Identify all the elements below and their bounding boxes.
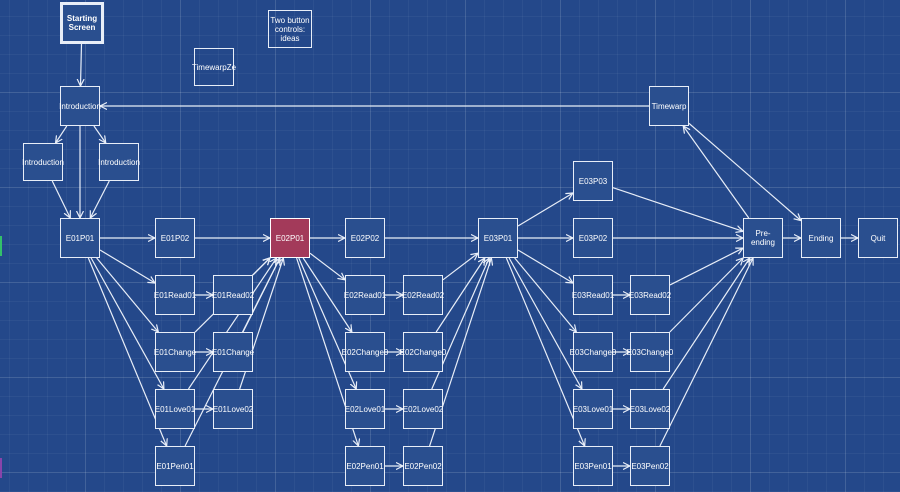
edge-e03p01-to-e03love01 [508,257,582,389]
edge-e01p01-to-e01read01 [99,249,155,283]
node-e03p01[interactable]: E03P01 [478,218,518,258]
edge-e01p01-to-e01love01 [90,257,164,389]
edge-introduction_main-to-introduction_left [56,125,68,143]
node-e01change[interactable]: E01Change [154,332,196,372]
node-introduction-right[interactable]: Introduction [98,143,140,181]
edge-timewarp-to-ending [688,122,801,220]
edge-e01read02-to-e02p01 [252,258,270,276]
node-e03love01[interactable]: E03Love01 [573,389,613,429]
edge-starting_screen-to-introduction_main [80,43,81,86]
node-two-button-controls-ideas[interactable]: Two button controls: ideas [268,10,312,48]
node-pre-ending[interactable]: Pre-ending [743,218,783,258]
node-e02read02[interactable]: E02Read02 [402,275,444,315]
node-e01p02[interactable]: E01P02 [155,218,195,258]
edge-e03change0b-to-pre_ending [669,258,743,333]
edge-pre_ending-to-timewarp [683,126,750,219]
edge-e02read02-to-e03p01 [442,253,478,281]
node-e03read01[interactable]: E03Read01 [572,275,614,315]
node-e03p02[interactable]: E03P02 [573,218,613,258]
node-e02p01[interactable]: E02P01 [270,218,310,258]
edge-e03p01-to-e03read01 [517,249,573,283]
node-e01p01[interactable]: E01P01 [60,218,100,258]
edge-introduction_right-to-e01p01 [90,180,110,218]
node-e01love01[interactable]: E01Love01 [155,389,195,429]
node-e02change0-second[interactable]: E02Change0 [400,332,446,372]
node-e03p03[interactable]: E03P03 [573,161,613,201]
edge-e03read02-to-pre_ending [669,248,743,286]
node-e02love01[interactable]: E02Love01 [345,389,385,429]
node-e01love02[interactable]: E01Love02 [213,389,253,429]
node-e01pen01[interactable]: E01Pen01 [155,446,195,486]
left-edge-marker-green [0,236,2,256]
node-introduction-main[interactable]: Introduction [59,86,101,126]
node-ending[interactable]: Ending [801,218,841,258]
node-starting-screen[interactable]: Starting Screen [60,2,104,44]
edge-e02p01-to-e02read01 [309,252,345,280]
node-e02love02[interactable]: E02Love02 [403,389,443,429]
left-edge-marker-purple [0,458,2,478]
edge-e03love02-to-pre_ending [662,258,750,390]
edge-introduction_main-to-introduction_right [93,125,106,143]
node-e03change0-second[interactable]: E03Change0 [627,332,673,372]
node-e03love02[interactable]: E03Love02 [630,389,670,429]
edge-e03p01-to-e03change0 [514,257,577,332]
node-e02pen02[interactable]: E02Pen02 [403,446,443,486]
node-e03read02[interactable]: E03Read02 [629,275,671,315]
edge-introduction_left-to-e01p01 [51,180,70,218]
edge-e01p01-to-e01change [96,257,159,332]
node-e02read01[interactable]: E02Read01 [344,275,386,315]
node-introduction-left[interactable]: Introduction [22,143,64,181]
node-e02pen01[interactable]: E02Pen01 [345,446,385,486]
node-timewarp[interactable]: Timewarp [649,86,689,126]
edge-e03p03-to-pre_ending [612,187,743,232]
node-e03change0[interactable]: E03Change0 [570,332,616,372]
node-timewarpze[interactable]: TimewarpZe [192,48,236,86]
node-e02p02[interactable]: E02P02 [345,218,385,258]
node-e02change0[interactable]: E02Change0 [342,332,388,372]
node-e03pen02[interactable]: E03Pen02 [630,446,670,486]
node-e03pen01[interactable]: E03Pen01 [573,446,613,486]
node-e01read01[interactable]: E01Read01 [154,275,196,315]
node-e01read02[interactable]: E01Read02 [212,275,254,315]
edge-e03pen02-to-pre_ending [659,258,753,447]
node-quit[interactable]: Quit [858,218,898,258]
node-e01change-second[interactable]: E01Change [212,332,254,372]
edge-e03p01-to-e03p03 [517,193,573,227]
